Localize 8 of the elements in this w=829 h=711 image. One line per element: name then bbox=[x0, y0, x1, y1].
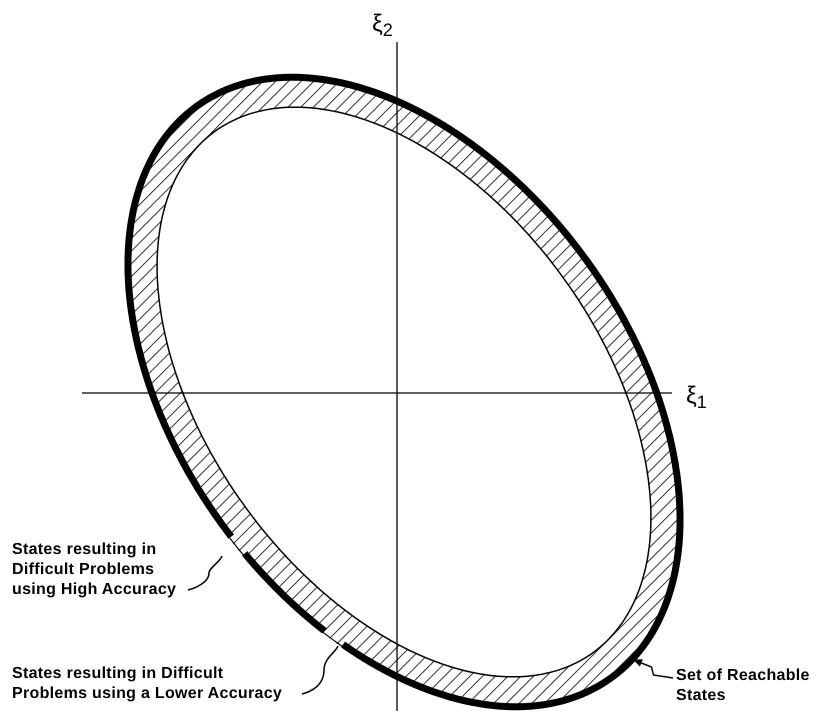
leader-line bbox=[188, 556, 223, 591]
callout-text: Set of Reachable States bbox=[676, 666, 811, 706]
axis-label: ξ$_{1}$ bbox=[686, 381, 707, 414]
callout-text: States resulting in Difficult Problems using High Accuracy bbox=[12, 540, 178, 600]
leader-line bbox=[302, 646, 339, 695]
leader-arrow bbox=[633, 659, 674, 679]
callout-text: States resulting in Difficult Problems using a Lower Accuracy bbox=[12, 664, 284, 704]
axis-label: ξ$_{2}$ bbox=[372, 9, 393, 42]
